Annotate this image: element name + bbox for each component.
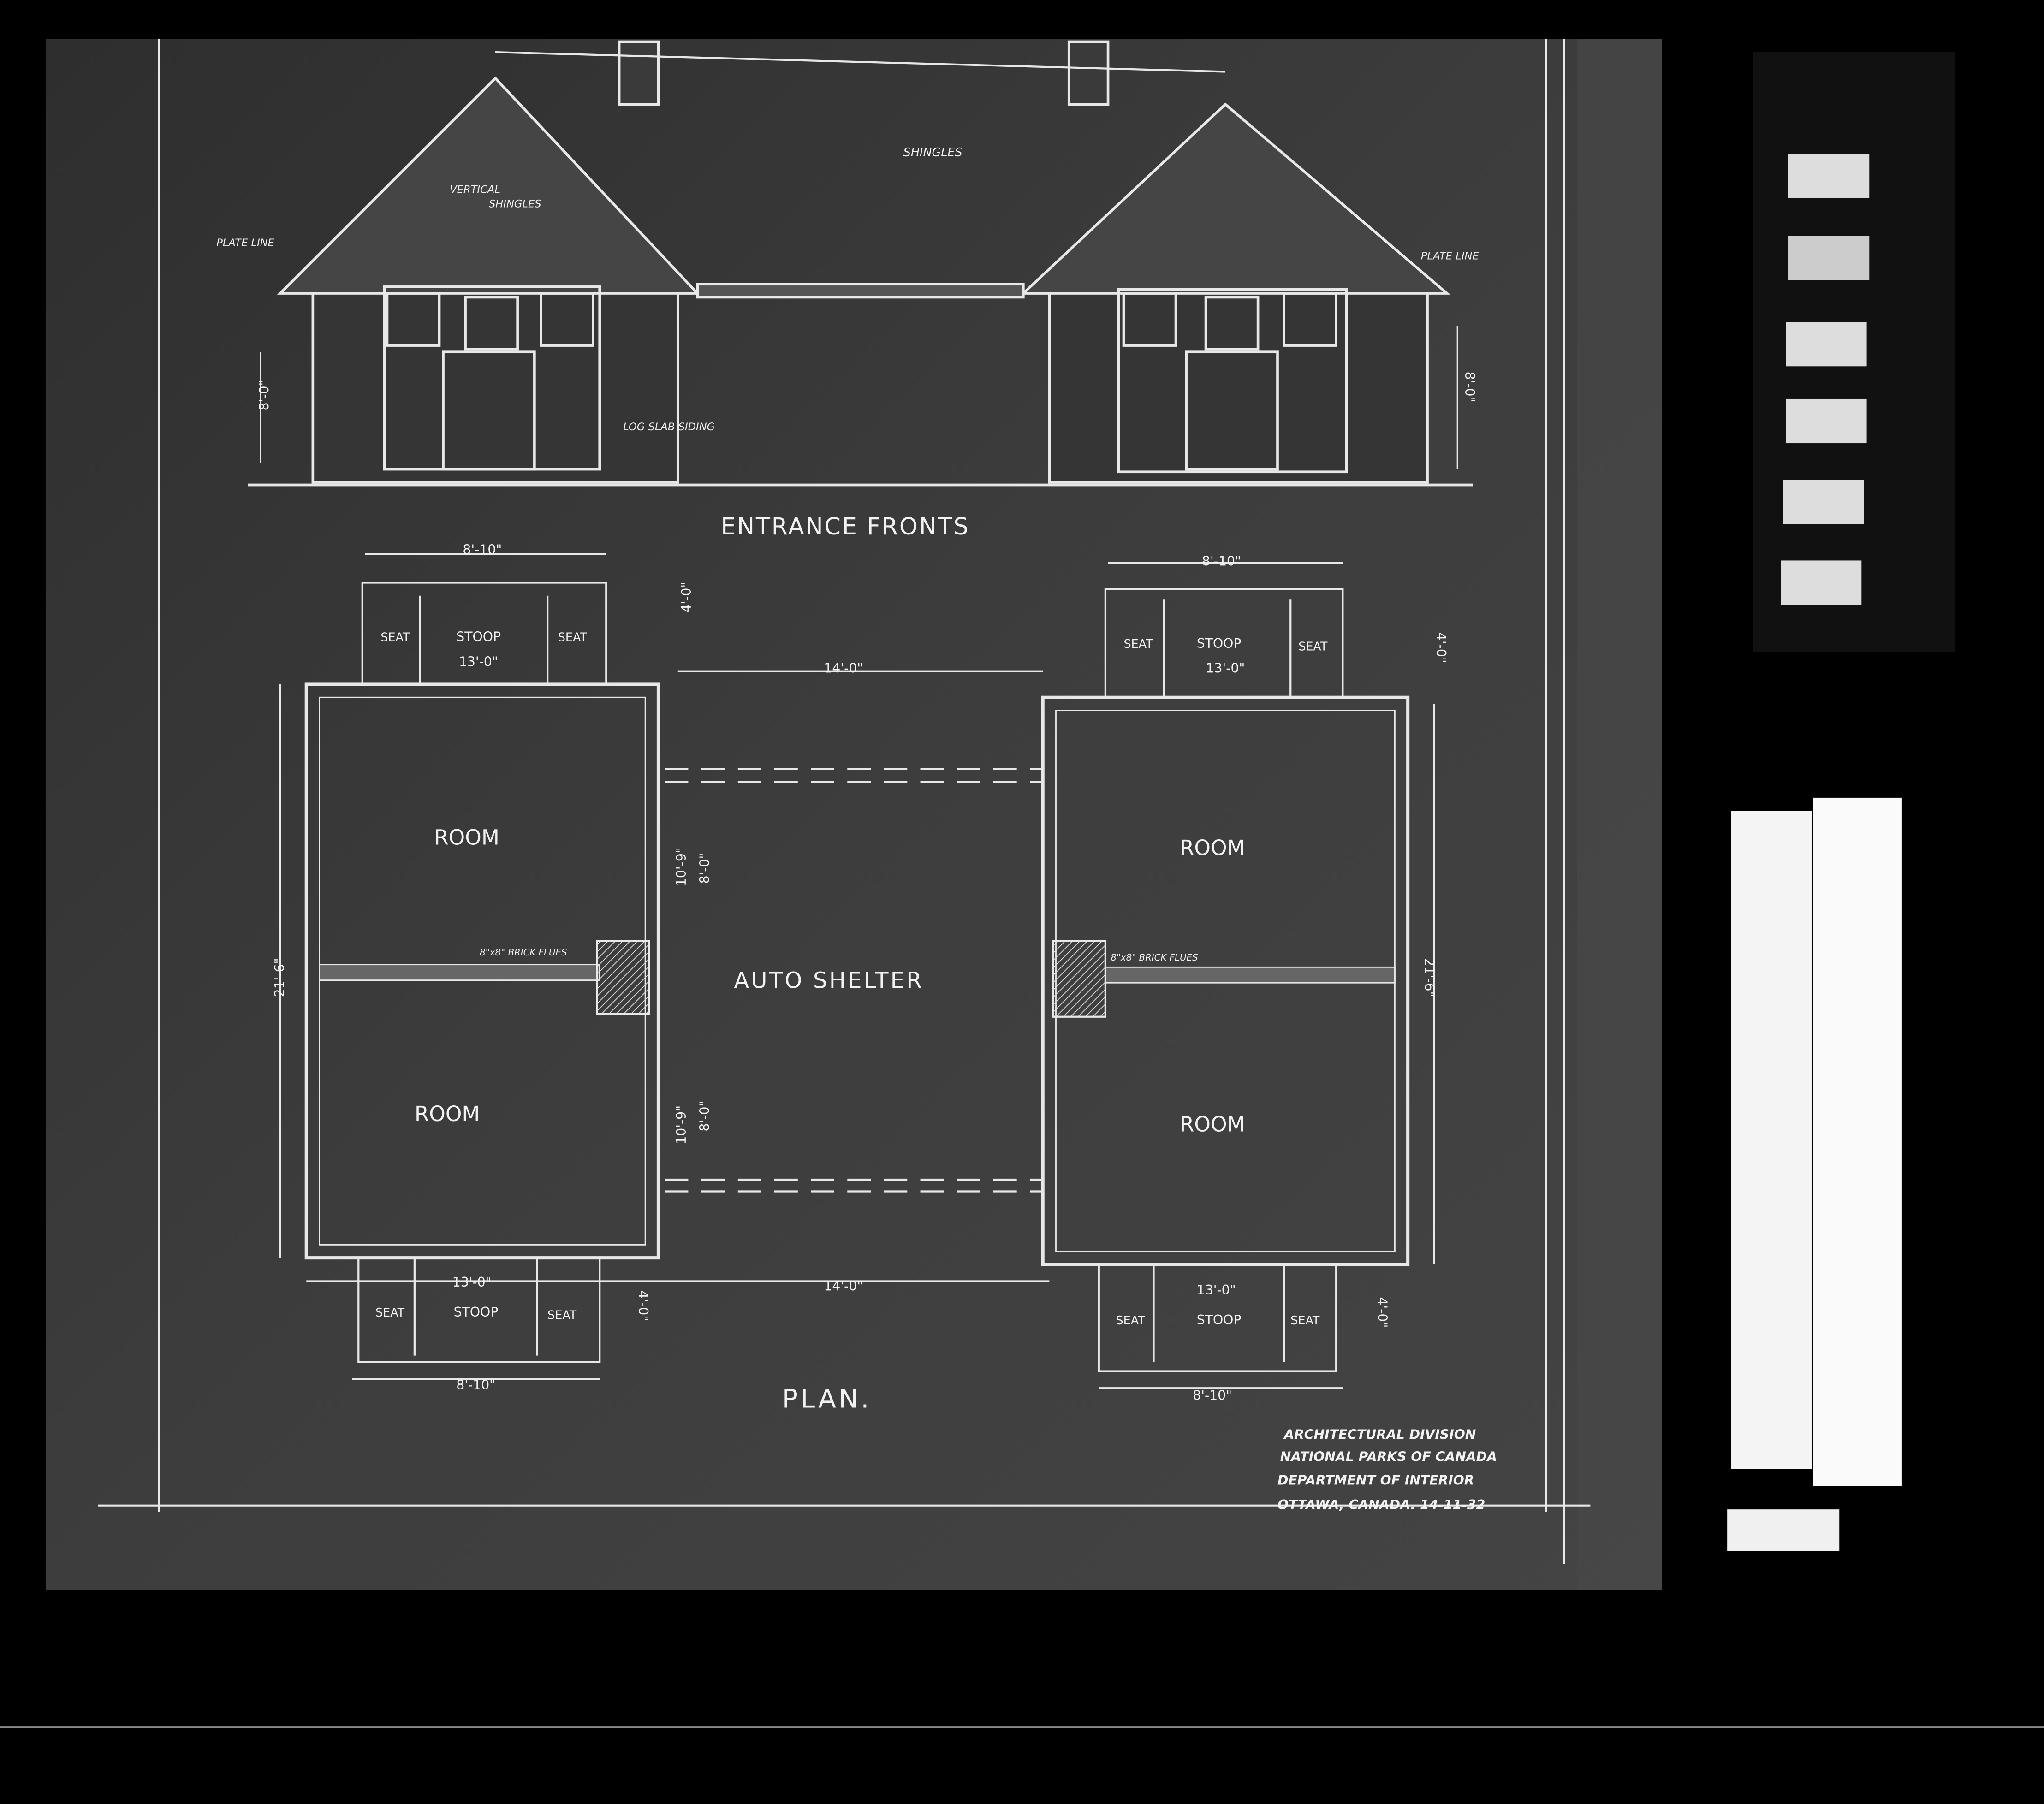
stoop-label: STOOP: [454, 1305, 499, 1320]
span-top-dimension: 14'-0": [824, 661, 863, 676]
index-card-right: [1813, 797, 1902, 1486]
entrance-fronts-title: ENTRANCE FRONTS: [721, 513, 970, 540]
plan-title: PLAN.: [782, 1384, 872, 1414]
room-label: ROOM: [1180, 836, 1245, 860]
seat-label: SEAT: [547, 1308, 577, 1322]
stoop-length-dimension: 13'-0": [459, 654, 498, 669]
seat-label: SEAT: [1298, 639, 1328, 653]
height-right-dimension: 8'-0": [1462, 372, 1477, 403]
seat-label: SEAT: [375, 1306, 405, 1319]
span-bottom-dimension: 14'-0": [824, 1278, 863, 1294]
stoop-depth-dimension: 4'-0": [1375, 1297, 1390, 1328]
title-block-line: ARCHITECTURAL DIVISION: [1283, 1427, 1476, 1442]
seat-label: SEAT: [1290, 1313, 1320, 1327]
elevation-labels: SHINGLES VERTICAL SHINGLES PLATE LINE PL…: [216, 145, 1479, 540]
stoop-depth-dimension: 4'-0": [1433, 632, 1449, 663]
depth-left-dimension: 21'-6": [272, 958, 287, 997]
seat-label: SEAT: [1116, 1313, 1146, 1327]
stoop-label: STOOP: [1197, 636, 1242, 651]
brick-flues-label: 8"x8" BRICK FLUES: [480, 947, 567, 958]
vertical-shingles-label: VERTICAL: [450, 184, 500, 196]
entrance-elevation: [248, 40, 1473, 487]
plate-line-right-label: PLATE LINE: [1421, 250, 1480, 262]
room-label: ROOM: [1180, 1112, 1245, 1136]
height-left-dimension: 8'-0": [256, 380, 272, 410]
log-slab-siding-label: LOG SLAB SIDING: [623, 421, 715, 433]
seat-label: SEAT: [380, 630, 410, 644]
auto-shelter-label: AUTO SHELTER: [734, 968, 924, 994]
room-label: ROOM: [434, 825, 499, 850]
stoop-length-dimension: 13'-0": [452, 1275, 492, 1290]
sheet-border: [0, 39, 2044, 1728]
index-card-left: [1731, 811, 1812, 1469]
stoop-width-dimension: 8'-10": [1202, 554, 1241, 569]
title-block-line: DEPARTMENT OF INTERIOR: [1278, 1472, 1474, 1488]
stoop-length-dimension: 13'-0": [1206, 661, 1245, 676]
shingles-label: SHINGLES: [903, 145, 963, 159]
depth-right-dimension: 21'-6": [1421, 958, 1437, 997]
stoop-width-dimension: 8'-10": [456, 1377, 495, 1393]
plate-line-left-label: PLATE LINE: [216, 237, 275, 249]
title-block-line: NATIONAL PARKS OF CANADA: [1280, 1449, 1497, 1465]
stoop-width-dimension: 8'-10": [1193, 1388, 1232, 1403]
seat-label: SEAT: [558, 630, 588, 644]
stoop-width-dimension: 8'-10": [463, 542, 502, 557]
room-label: ROOM: [415, 1102, 480, 1126]
film-frame-markers: [1753, 52, 1955, 652]
floor-plan: [279, 553, 1435, 1389]
frame-label: [1727, 1509, 1840, 1551]
title-block-line: OTTAWA, CANADA. 14-11-32: [1278, 1497, 1485, 1513]
stoop-depth-dimension: 4'-0": [679, 582, 694, 613]
plan-labels: 8'-10" SEAT STOOP SEAT 13'-0" 4'-0" 8'-1…: [272, 542, 1449, 1414]
stoop-label: STOOP: [1197, 1312, 1242, 1328]
bay-dimension: 8'-0": [697, 853, 713, 884]
stoop-length-dimension: 13'-0": [1197, 1282, 1236, 1298]
bay-dimension: 10'-9": [674, 847, 689, 886]
bay-dimension: 8'-0": [697, 1101, 713, 1132]
bay-dimension: 10'-9": [674, 1105, 689, 1145]
brick-flues-label: 8"x8" BRICK FLUES: [1111, 952, 1198, 963]
seat-label: SEAT: [1123, 637, 1153, 651]
stoop-label: STOOP: [456, 629, 501, 645]
title-block: ARCHITECTURAL DIVISION NATIONAL PARKS OF…: [1278, 1427, 1497, 1513]
stoop-depth-dimension: 4'-0": [636, 1290, 651, 1321]
vertical-shingles-label-2: SHINGLES: [489, 198, 541, 210]
